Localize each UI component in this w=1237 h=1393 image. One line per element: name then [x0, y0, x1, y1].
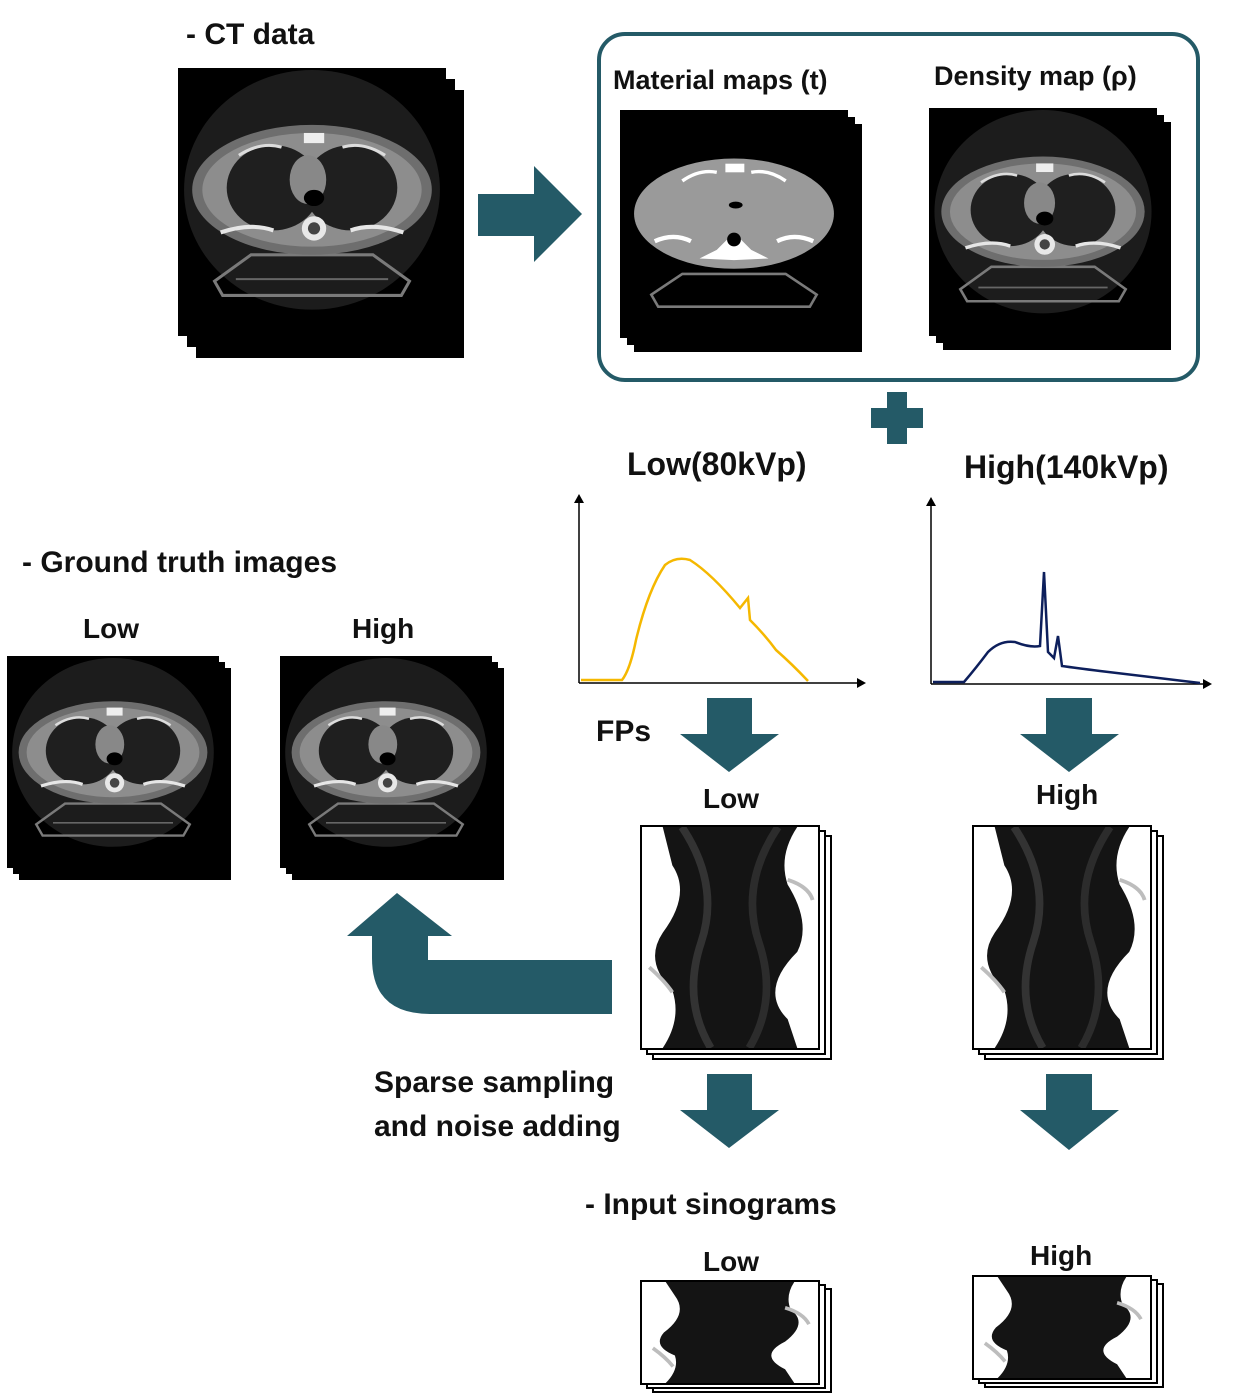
input-high-stack — [972, 1275, 1164, 1388]
material-maps-stack — [620, 110, 862, 352]
gt-high-stack — [280, 656, 504, 880]
down-arrow-icon — [1020, 698, 1119, 772]
sino-low-stack — [640, 825, 832, 1060]
density-map-stack — [929, 108, 1171, 350]
gt-low-stack — [7, 656, 231, 880]
noise-adding-label: and noise adding — [374, 1110, 621, 1143]
sino-high-label: High — [1036, 779, 1099, 810]
gt-high-label: High — [352, 613, 415, 644]
sino-high-stack — [972, 825, 1164, 1060]
ground-truth-label: - Ground truth images — [22, 546, 337, 579]
down-arrow-icon — [680, 1074, 779, 1148]
material-density-box — [597, 32, 1200, 382]
plus-icon — [871, 392, 923, 444]
right-arrow-icon — [478, 166, 582, 262]
high-spectrum-plot — [926, 497, 1212, 689]
input-sinograms-label: - Input sinograms — [585, 1188, 837, 1221]
down-arrow-icon — [680, 698, 779, 772]
input-low-stack — [640, 1280, 832, 1393]
sparse-sampling-label: Sparse sampling — [374, 1066, 615, 1099]
density-map-label: Density map (ρ) — [934, 61, 1137, 91]
input-low-label: Low — [703, 1246, 759, 1277]
curved-return-arrow-icon — [347, 893, 612, 1014]
sino-low-label: Low — [703, 783, 759, 814]
gt-low-label: Low — [83, 613, 139, 644]
low-kvp-label: Low(80kVp) — [627, 446, 807, 482]
low-spectrum-plot — [574, 494, 866, 688]
ct-data-label: - CT data — [186, 18, 315, 51]
ct-data-stack — [178, 68, 464, 358]
high-spectrum-curve — [933, 571, 1201, 685]
high-kvp-label: High(140kVp) — [964, 449, 1169, 485]
material-maps-label: Material maps (t) — [613, 65, 828, 95]
fps-label: FPs — [596, 715, 652, 748]
down-arrow-icon — [1020, 1074, 1119, 1150]
low-spectrum-curve — [581, 557, 809, 682]
input-high-label: High — [1030, 1240, 1093, 1271]
